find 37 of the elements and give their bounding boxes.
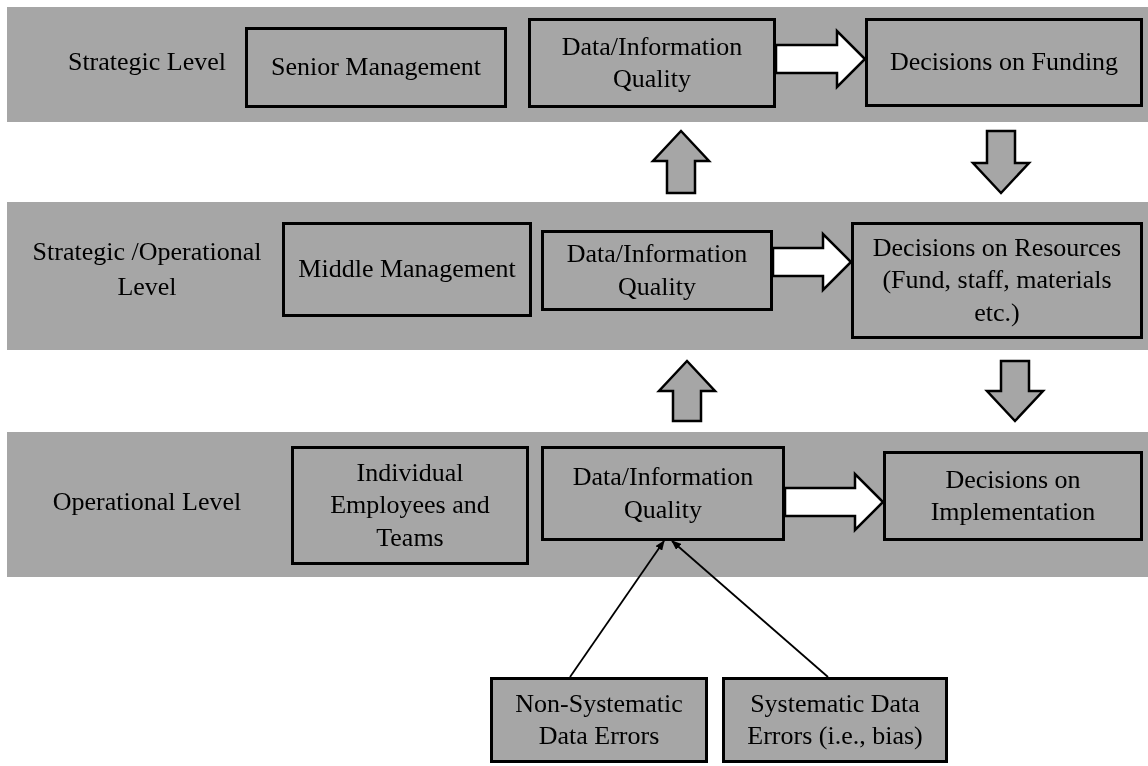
box-label: Senior Management	[270, 51, 482, 84]
box-label: Systematic Data Errors (i.e., bias)	[746, 687, 924, 752]
level-band	[7, 202, 1148, 350]
process-box	[282, 222, 532, 317]
level-label: Strategic /Operational Level	[31, 235, 263, 303]
process-box	[528, 18, 776, 108]
process-box	[883, 451, 1143, 541]
box-label: Data/Information Quality	[571, 461, 755, 526]
box-label: Decisions on Resources (Fund, staff, materials etc.)	[871, 231, 1123, 329]
box-label: Data/Information Quality	[560, 30, 744, 95]
block-arrow	[984, 359, 1046, 423]
box-label: Decisions on Implementation	[929, 463, 1097, 528]
box-label: Decisions on Funding	[889, 46, 1119, 79]
box-label: Data/Information Quality	[565, 238, 749, 303]
level-label: Operational Level	[51, 485, 243, 518]
process-box	[490, 677, 708, 763]
block-arrow	[783, 471, 885, 533]
level-band	[7, 7, 1148, 122]
process-box	[245, 27, 507, 108]
arrow	[569, 540, 665, 678]
block-arrow	[656, 359, 718, 423]
level-label: Strategic Level	[66, 45, 228, 78]
block-arrow	[774, 28, 867, 90]
block-arrow	[771, 231, 853, 293]
process-box	[541, 446, 785, 541]
box-label: Middle Management	[298, 253, 516, 286]
process-box	[541, 230, 773, 311]
process-box	[865, 18, 1143, 107]
block-arrow	[970, 129, 1032, 195]
process-box	[851, 222, 1143, 339]
arrow	[671, 540, 829, 678]
process-box	[722, 677, 948, 763]
block-arrow	[650, 129, 712, 195]
box-label: Individual Employees and Teams	[329, 456, 491, 554]
level-band	[7, 432, 1148, 577]
box-label: Non-Systematic Data Errors	[514, 687, 684, 752]
process-box	[291, 446, 529, 565]
